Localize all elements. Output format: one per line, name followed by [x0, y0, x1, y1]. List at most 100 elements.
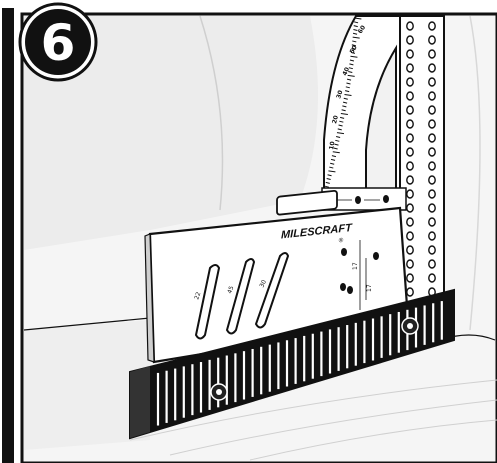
center-hole: [340, 283, 346, 291]
angle-slot: [254, 252, 290, 329]
wall-edge-line-right: [469, 15, 481, 331]
ruler-hole: [406, 77, 414, 87]
ruler-hole: [406, 21, 414, 31]
protractor-tick: [331, 155, 337, 158]
protractor-tick: [324, 185, 330, 188]
fence-base: [129, 288, 455, 440]
protractor-tick: [341, 109, 346, 112]
angle-label: 22: [193, 291, 202, 301]
ruler-hole: [406, 63, 414, 73]
step-badge: 6: [18, 2, 98, 82]
ruler-hole: [406, 259, 414, 269]
protractor-tick: [346, 82, 351, 85]
protractor-tick: [352, 32, 358, 35]
protractor-label: 50: [349, 44, 359, 55]
protractor-tick: [342, 105, 347, 108]
ruler-hole: [406, 175, 414, 185]
ruler-hole: [428, 21, 436, 31]
floor-left: [24, 320, 150, 450]
ruler-hole: [406, 231, 414, 241]
wall-edge-line: [199, 15, 224, 211]
protractor-tick: [336, 132, 345, 135]
angle-label: 45: [226, 285, 235, 295]
ruler-hole: [428, 259, 436, 269]
protractor-tick: [353, 25, 358, 28]
center-mark-label: 17: [366, 284, 373, 292]
ruler-hole: [406, 105, 414, 115]
center-hole: [341, 248, 347, 256]
protractor-tick: [338, 124, 343, 127]
protractor-tick: [327, 174, 332, 177]
protractor-tick: [333, 147, 338, 150]
ruler-hole: [406, 273, 414, 283]
ruler-hole: [406, 217, 414, 227]
angle-slots: 22 45 30: [193, 252, 290, 340]
protractor-tick: [347, 74, 355, 77]
ruler-hole: [428, 231, 436, 241]
ruler-hole: [406, 189, 414, 199]
wood-grain-2: [169, 399, 497, 456]
protractor-tick: [334, 143, 339, 146]
trademark-mark: ®: [338, 237, 344, 245]
protractor-tick: [349, 63, 354, 66]
protractor-tick: [335, 139, 340, 142]
protractor-tick: [351, 44, 356, 47]
protractor-tick: [330, 158, 336, 161]
angle-label: 30: [258, 279, 268, 289]
ruler-hole: [428, 77, 436, 87]
fence-ribs: [156, 301, 443, 426]
floor-line: [23, 317, 151, 331]
ruler-hole: [406, 133, 414, 143]
wood-grain-1: [129, 379, 497, 441]
protractor-tick: [349, 59, 355, 62]
ruler-hole: [428, 105, 436, 115]
protractor-tick: [352, 36, 360, 39]
mounting-bolt-right: [401, 317, 419, 335]
center-marks: 17 17: [340, 240, 379, 310]
ruler-hole: [428, 203, 436, 213]
ruler-hole: [428, 147, 436, 157]
ruler-hole: [428, 161, 436, 171]
angle-slot: [194, 264, 221, 340]
protractor-labels: 10 20 30 40 50 60: [328, 24, 367, 150]
protractor-tick: [328, 170, 336, 173]
protractor-label: 60: [357, 24, 367, 35]
step-number: 6: [41, 14, 76, 72]
ruler-hole: [428, 119, 436, 129]
center-hole: [347, 286, 353, 294]
protractor-tick: [353, 21, 359, 24]
protractor-tick: [350, 55, 358, 58]
ruler-hole: [406, 161, 414, 171]
protractor-label: 20: [331, 115, 340, 125]
protractor-tick: [337, 128, 342, 131]
protractor-tick: [342, 101, 348, 104]
protractor-tick: [353, 28, 358, 31]
protractor-arc: 10 20 30 40 50 60: [323, 15, 401, 201]
center-hole: [373, 252, 379, 260]
protractor-tick: [346, 78, 352, 81]
protractor-tick: [343, 97, 348, 100]
ruler-hole: [428, 35, 436, 45]
protractor-tick: [351, 48, 356, 51]
protractor-tick: [344, 93, 352, 96]
ruler-hole: [406, 91, 414, 101]
protractor-tick: [325, 181, 330, 184]
protractor-tick: [348, 67, 353, 70]
protractor-tick: [348, 71, 353, 73]
protractor-ticks: [323, 17, 362, 192]
protractor-label: 40: [341, 66, 351, 76]
ruler-hole: [428, 63, 436, 73]
ruler-hole: [428, 49, 436, 59]
measurement-hole: [383, 195, 389, 203]
protractor-tick: [330, 162, 335, 165]
center-mark-label: 17: [352, 262, 359, 270]
ruler-hole: [428, 273, 436, 283]
ruler-hole: [406, 49, 414, 59]
protractor-tick: [326, 178, 331, 181]
ruler-hole: [428, 91, 436, 101]
protractor-tick: [345, 90, 350, 93]
wood-grain-3: [249, 419, 497, 461]
protractor-tick: [339, 120, 344, 123]
